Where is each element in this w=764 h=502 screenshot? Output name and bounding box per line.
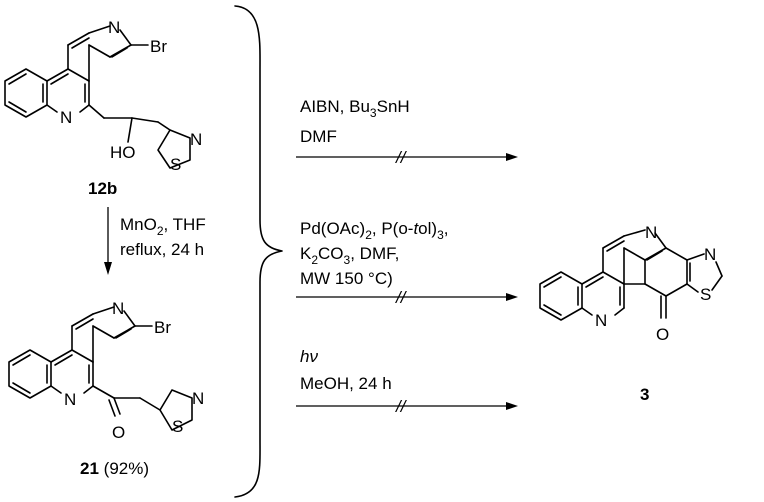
atom-n-thiazole: N [192,389,204,408]
atom-o-carbonyl: O [656,325,669,344]
atom-s-thiazole: S [700,285,711,304]
route2-conditions-line1: Pd(OAc)2, P(o-tol)3, [300,219,449,242]
oxidation-conditions-line2: reflux, 24 h [120,240,204,259]
route3-failed-arrow [296,402,518,410]
route2-failed-mark: // [395,288,408,307]
oxidation-conditions-line1: MnO2, THF [120,215,206,238]
atom-br: Br [150,37,167,56]
atom-ho: HO [110,143,136,162]
route1-failed-arrow [296,153,518,161]
atom-n-pyridine: N [108,18,120,37]
atom-n-pyridine: N [645,223,657,242]
atom-s-thiazole: S [170,155,181,174]
route3-conditions-line1: hν [300,347,318,366]
compound-label-3: 3 [640,385,649,404]
oxidation-arrow [104,207,112,275]
atom-n-thiazole: N [704,245,716,264]
compound-label-21: 21 (92%) [80,459,149,478]
atom-n-quinoline: N [64,390,76,409]
route1-failed-mark: // [395,148,408,167]
atom-n-thiazole: N [190,130,202,149]
compound-12b: N Br N HO N S [4,18,202,174]
atom-br: Br [154,318,171,337]
compound-3: N N N S O [539,223,723,344]
curly-brace [234,5,283,498]
route3-conditions-line2: MeOH, 24 h [300,374,392,393]
route1-conditions-line1: AIBN, Bu3SnH [300,97,410,120]
route2-failed-arrow [296,293,518,301]
atom-n-quinoline: N [60,108,72,127]
atom-o-carbonyl: O [112,423,125,442]
route2-conditions-line3: MW 150 °C) [300,269,393,288]
atom-n-pyridine: N [112,299,124,318]
route1-conditions-line2: DMF [300,127,337,146]
compound-21: N Br N O N S [8,299,204,442]
atom-n-quinoline: N [595,311,607,330]
route3-failed-mark: // [395,397,408,416]
atom-s-thiazole: S [172,417,183,436]
compound-label-12b: 12b [88,179,117,198]
route2-conditions-line2: K2CO3, DMF, [300,244,399,267]
